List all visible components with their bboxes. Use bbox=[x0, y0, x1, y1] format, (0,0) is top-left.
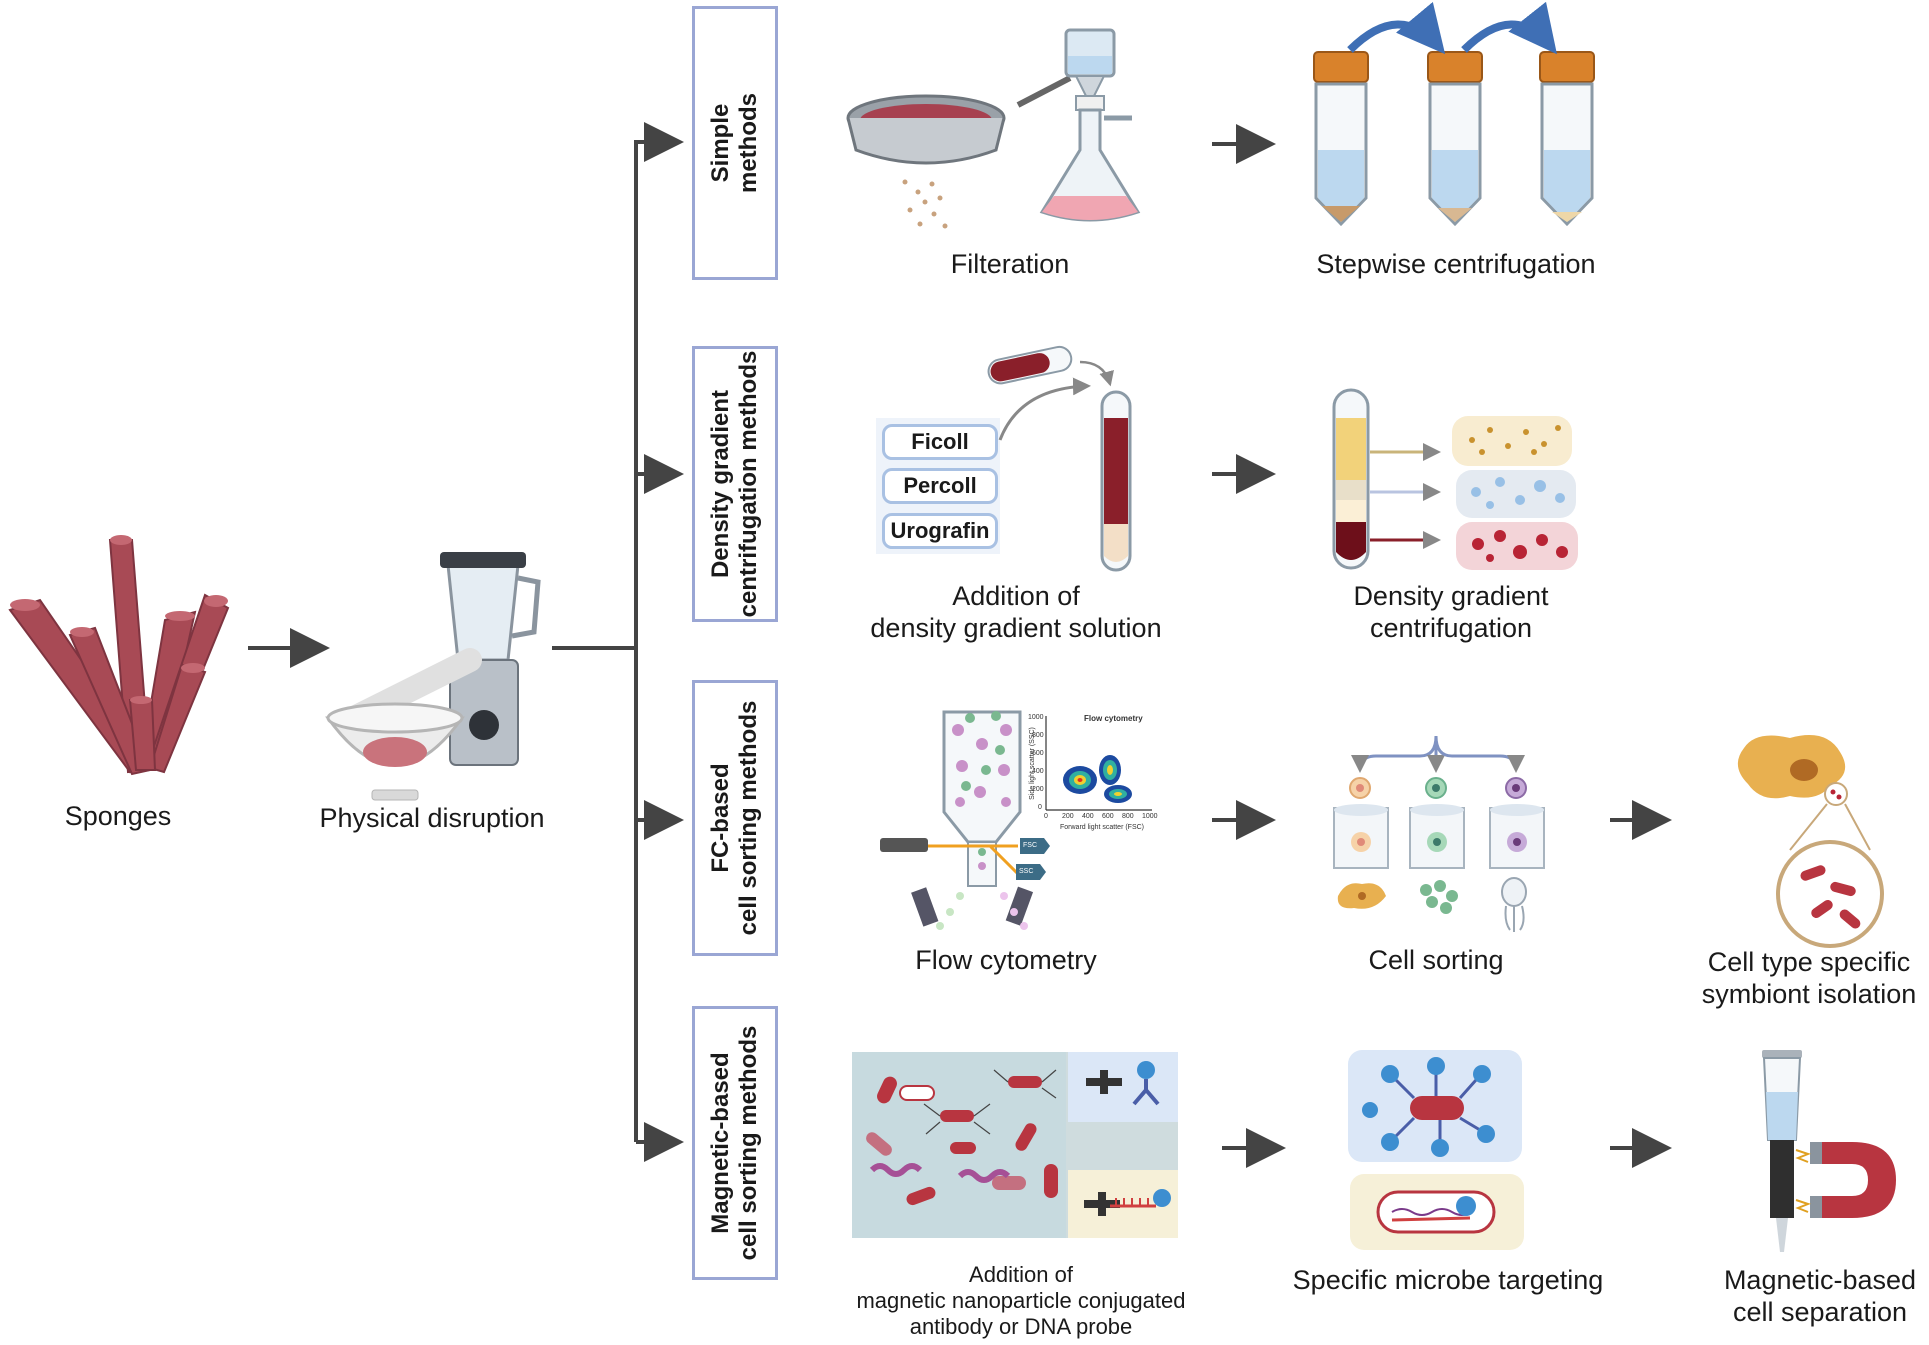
method-name-line: Density gradient bbox=[707, 389, 734, 579]
detector-fsc-label: FSC bbox=[1023, 842, 1037, 849]
flow-plot-ytick: 1000 bbox=[1028, 714, 1044, 721]
microbe-mix-panel bbox=[852, 1052, 1178, 1238]
method-name-line: Simple bbox=[707, 103, 734, 183]
flow-plot-xtick: 1000 bbox=[1142, 813, 1158, 820]
flow-plot-xtick: 200 bbox=[1062, 813, 1074, 820]
microbe-targeting-icon bbox=[1348, 1050, 1524, 1250]
solution-ficoll: Ficoll bbox=[882, 424, 998, 460]
method-name-line: centrifugation methods bbox=[735, 350, 762, 618]
symbiont-isolation-icon bbox=[1737, 735, 1884, 948]
flow-plot-ytick: 400 bbox=[1032, 768, 1044, 775]
sieve-icon bbox=[846, 94, 1006, 229]
step-label-cell-sorting: Cell sorting bbox=[1368, 945, 1504, 975]
cell-sorting-icon bbox=[1333, 735, 1545, 932]
detector-ssc-label: SSC bbox=[1019, 868, 1034, 875]
flow-plot-xtick: 400 bbox=[1082, 813, 1094, 820]
physical-disruption-label: Physical disruption bbox=[319, 803, 545, 833]
flow-plot-ytick: 800 bbox=[1032, 732, 1044, 739]
solution-percoll: Percoll bbox=[882, 468, 998, 504]
step-label-stepwise-centrifugation: Stepwise centrifugation bbox=[1316, 249, 1596, 279]
method-name-line: methods bbox=[735, 92, 762, 194]
centrifuge-tubes-icon bbox=[1313, 1, 1595, 227]
step-label-flow-cytometry: Flow cytometry bbox=[915, 945, 1097, 975]
blood-tube-icon bbox=[987, 345, 1132, 572]
sponges-label: Sponges bbox=[64, 801, 172, 831]
dna-probe-conjugate-icon bbox=[1084, 1189, 1171, 1216]
flow-plot-xtick: 600 bbox=[1102, 813, 1114, 820]
flow-plot-ytick: 600 bbox=[1032, 750, 1044, 757]
blender-icon bbox=[440, 552, 541, 766]
gradient-tube-icon bbox=[1332, 388, 1370, 570]
flow-plot-xtick: 800 bbox=[1122, 813, 1134, 820]
method-name-line: FC-based bbox=[707, 763, 734, 873]
sponge-illustration bbox=[8, 535, 230, 776]
step-label-microbe-targeting: Specific microbe targeting bbox=[1292, 1265, 1604, 1295]
flow-plot-ytick: 0 bbox=[1038, 804, 1042, 811]
flow-plot-ytick: 200 bbox=[1032, 786, 1044, 793]
filter-flask-icon bbox=[1016, 28, 1141, 222]
method-name-line: cell sorting methods bbox=[735, 700, 762, 936]
mortar-pestle-icon bbox=[325, 648, 482, 801]
antibody-conjugate-icon bbox=[1086, 1061, 1160, 1106]
flow-plot-title: Flow cytometry bbox=[1084, 714, 1143, 723]
flow-cell-icon bbox=[880, 710, 1050, 930]
flow-plot-xtick: 0 bbox=[1044, 813, 1048, 820]
method-name-line: cell sorting methods bbox=[735, 1025, 762, 1261]
flow-plot-xlabel: Forward light scatter (FSC) bbox=[1060, 824, 1145, 831]
method-name-line: Magnetic-based bbox=[707, 1052, 734, 1234]
flow-cytometry-plot bbox=[1045, 716, 1152, 811]
gradient-layers bbox=[1370, 416, 1578, 570]
step-label-filtration: Filteration bbox=[950, 249, 1070, 279]
solution-urografin: Urografin bbox=[882, 513, 998, 549]
magnetic-separation-icon bbox=[1762, 1050, 1896, 1252]
